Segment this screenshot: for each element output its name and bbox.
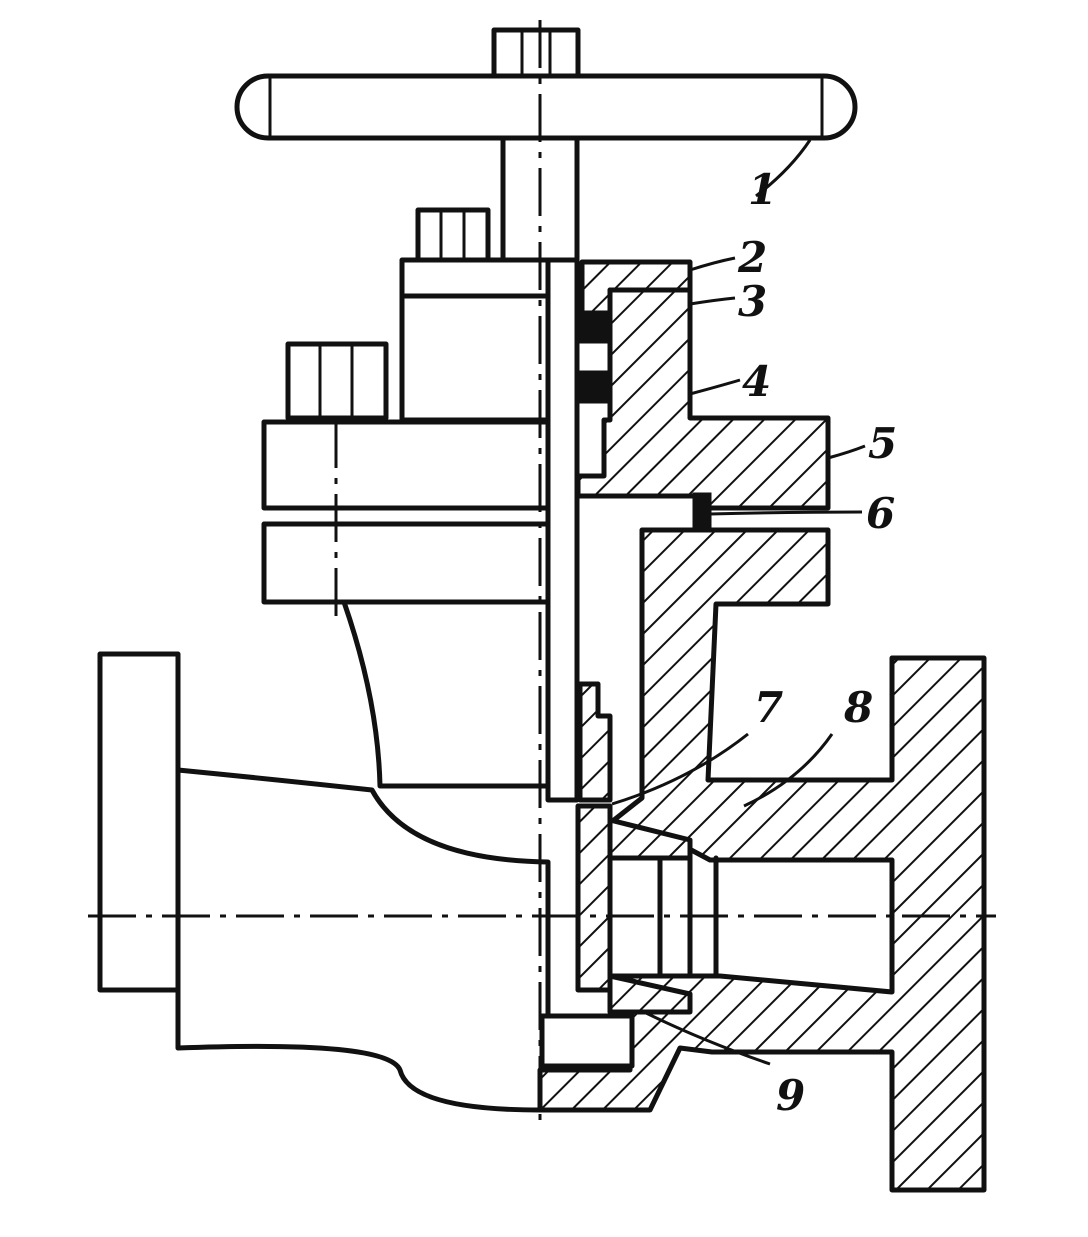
callout-7: 7 (754, 683, 783, 732)
center-lines (88, 20, 996, 1130)
inlet-flange (97, 651, 181, 993)
callout-8: 8 (843, 683, 873, 732)
body-flange-left (261, 521, 551, 605)
leader-2 (689, 256, 736, 272)
callout-9: 9 (776, 1071, 805, 1120)
packing-ring-lower (579, 370, 611, 404)
stem-nut-section (577, 681, 613, 803)
gland-nut (415, 207, 491, 263)
packing-ring-upper (579, 310, 611, 344)
bonnet-body-section (575, 287, 831, 511)
body-left-shell (175, 767, 551, 1113)
stem-lower (545, 257, 580, 803)
handwheel-bar (234, 73, 858, 141)
seat-ring-lower (607, 973, 693, 1015)
callout-5: 5 (868, 419, 897, 468)
callout-6: 6 (866, 489, 895, 538)
gland-housing (399, 257, 551, 423)
callout-3: 3 (738, 277, 767, 326)
body-section (537, 527, 987, 1193)
leader-4 (689, 378, 741, 396)
leader-1 (755, 139, 812, 198)
disc-section (575, 803, 613, 993)
body-shell-section (537, 527, 987, 1193)
leader-6 (709, 510, 863, 516)
valve-body-left (97, 651, 551, 1113)
bonnet-section (575, 259, 831, 540)
flange-bolt-nut (285, 341, 389, 421)
body-neck-left (341, 599, 551, 789)
body-bottom-recess (539, 1013, 635, 1069)
bonnet-flange-left (261, 419, 551, 511)
callout-labels: 1 2 3 4 5 6 7 8 9 (737, 165, 897, 1120)
handwheel-nut (491, 27, 581, 79)
bonnet-exterior (261, 207, 551, 789)
leader-9 (639, 1008, 771, 1066)
leader-8 (743, 733, 834, 808)
callout-2: 2 (737, 233, 767, 282)
callout-4: 4 (742, 357, 771, 406)
leader-7 (611, 732, 749, 806)
leader-3 (689, 296, 736, 306)
handwheel (234, 27, 858, 141)
callout-1: 1 (748, 165, 777, 214)
leader-lines (611, 139, 866, 1066)
leader-5 (827, 444, 866, 460)
